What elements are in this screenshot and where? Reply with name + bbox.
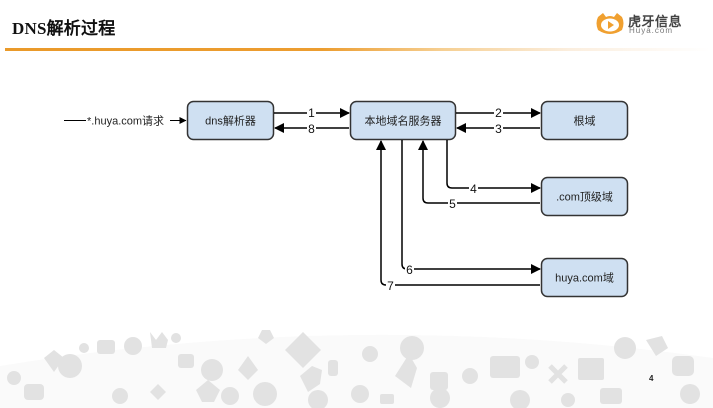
logo-name-cn: 虎牙信息 [628,15,683,30]
node-com-tld: .com顶级域 [540,176,629,217]
footer-game-icons-pattern [0,330,713,408]
huya-mascot-icon [596,13,624,34]
logo-name-en: Huya.com [629,26,674,35]
edge-1-label: 1 [308,106,315,120]
node-local-server: 本地域名服务器 [349,100,457,141]
node-huya-domain: huya.com域 [540,257,629,298]
edge-7-label: 7 [387,279,394,293]
node-com-tld-label: .com顶级域 [556,191,613,204]
edge-6-label: 6 [406,263,413,277]
slide-title: DNS解析过程 [12,19,116,38]
title-underline [5,48,710,51]
edge-2-label: 2 [495,106,502,120]
edge-4-label: 4 [470,182,477,196]
node-root-label: 根域 [574,114,596,128]
edge-3-label: 3 [495,122,502,136]
page-number: 4 [649,374,654,383]
node-huya-domain-label: huya.com域 [555,272,614,285]
huya-logo: 虎牙信息 Huya.com [594,10,694,38]
request-input: *.huya.com请求 [64,115,187,128]
node-local-server-label: 本地域名服务器 [365,114,442,128]
node-resolver-label: dns解析器 [205,114,256,128]
edge-5 [418,140,540,204]
edge-7 [376,140,540,286]
edge-labels: 1 8 2 3 4 5 6 7 [307,105,503,293]
request-label: *.huya.com请求 [87,115,164,128]
node-root: 根域 [540,100,629,141]
edge-4 [446,140,541,193]
edge-8-label: 8 [308,122,315,136]
node-resolver: dns解析器 [186,100,275,141]
dns-flow-diagram: *.huya.com请求 dns解析器 本地域名服务器 根域 .com顶级域 h… [64,100,629,298]
edge-5-label: 5 [449,197,456,211]
